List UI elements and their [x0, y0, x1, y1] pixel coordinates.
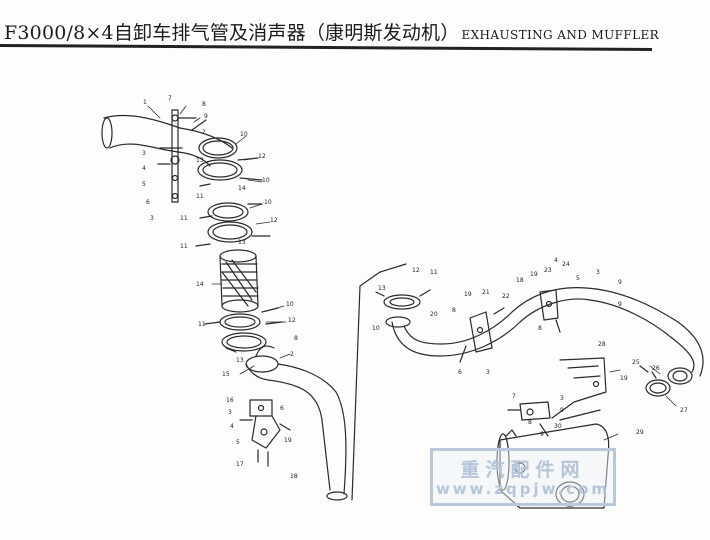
part-label: 10 [240, 131, 248, 138]
right-outlet-pipe [585, 287, 704, 385]
part-label: 3 [142, 150, 146, 157]
part-label: 11 [180, 215, 188, 222]
right-pipe-hanger-bracket [459, 289, 561, 363]
part-label: 22 [502, 293, 510, 300]
part-label: 27 [680, 407, 688, 414]
part-label: 14 [238, 185, 246, 192]
muffler-body [496, 409, 610, 509]
part-label: 18 [290, 473, 298, 480]
tailpipe-clamp [639, 365, 671, 397]
part-label: 10 [286, 301, 294, 308]
upper-clamp-bracket [157, 109, 207, 203]
lower-clamp-bracket [239, 399, 291, 467]
part-label: 19 [530, 271, 538, 278]
right-intermediate-pipe [391, 287, 591, 357]
part-label: 12 [270, 217, 278, 224]
lower-exhaust-pipe [245, 345, 348, 501]
part-label: 9 [618, 301, 622, 308]
part-label: 8 [294, 335, 298, 342]
part-label: 4 [554, 257, 558, 264]
part-label: 4 [142, 165, 146, 172]
part-label: 3 [228, 409, 232, 416]
part-label: 18 [516, 277, 524, 284]
part-label: 8 [202, 101, 206, 108]
part-label: 10 [262, 177, 270, 184]
part-label: 13 [236, 357, 244, 364]
part-label: 3 [596, 269, 600, 276]
part-label: 19 [464, 291, 472, 298]
title-english: EXHAUSTING AND MUFFLER [461, 28, 660, 42]
part-label: 12 [288, 317, 296, 324]
part-label: 9 [204, 113, 208, 120]
part-label: 14 [196, 281, 204, 288]
part-label: 15 [222, 371, 230, 378]
part-label: 10 [264, 199, 272, 206]
part-label: 6 [146, 199, 150, 206]
upper-clamp-rings [197, 137, 263, 187]
part-label: 11 [430, 269, 438, 276]
part-label: 3 [560, 395, 564, 402]
right-flange-joint [375, 289, 431, 328]
watermark-url: www.zqpjw.com [435, 480, 611, 498]
page-title: F3000/8×4自卸车排气管及消声器（康明斯发动机）EXHAUSTING AN… [4, 18, 659, 45]
part-label: 11 [180, 243, 188, 250]
part-label: 2 [202, 129, 206, 136]
part-label: 8 [452, 307, 456, 314]
part-label: 28 [598, 341, 606, 348]
part-label: 9 [540, 431, 544, 438]
part-label: 3 [486, 369, 490, 376]
part-label: 23 [544, 267, 552, 274]
part-label: 5 [236, 439, 240, 446]
muffler-support-bracket [507, 357, 607, 437]
part-label: 6 [458, 369, 462, 376]
part-label: 13 [196, 157, 204, 164]
part-label: 12 [258, 153, 266, 160]
middle-clamp-rings [195, 202, 271, 247]
part-label: 9 [618, 279, 622, 286]
part-label: 13 [378, 285, 386, 292]
part-label: 7 [168, 95, 172, 102]
part-label: 19 [620, 375, 628, 382]
part-label: 8 [528, 419, 532, 426]
part-label: 3 [150, 215, 154, 222]
part-label: 19 [284, 437, 292, 444]
part-label: 7 [512, 393, 516, 400]
part-label: 9 [560, 407, 564, 414]
part-label: 11 [196, 193, 204, 200]
watermark: 重汽配件网 www.zqpjw.com [430, 448, 616, 506]
part-label: 10 [372, 325, 380, 332]
part-label: 4 [230, 423, 234, 430]
part-label: 12 [412, 267, 420, 274]
frame-bracket-outline [351, 263, 407, 501]
part-label: 11 [198, 321, 206, 328]
part-label: 1 [143, 99, 147, 106]
part-label: 8 [538, 325, 542, 332]
part-number-labels: 1 7 8 9 2 3 4 5 6 3 10 12 13 11 10 14 10… [142, 95, 688, 480]
upper-exhaust-pipe-elbow [101, 114, 233, 167]
part-label: 5 [576, 275, 580, 282]
part-label: 2 [290, 351, 294, 358]
part-label: 6 [280, 405, 284, 412]
watermark-chinese: 重汽配件网 [460, 459, 586, 481]
label-leader-lines [147, 105, 677, 441]
title-chinese: F3000/8×4自卸车排气管及消声器（康明斯发动机） [4, 22, 460, 44]
flexible-hose [219, 249, 259, 313]
lower-clamp-rings [204, 307, 283, 353]
part-label: 16 [226, 397, 234, 404]
part-label: 13 [238, 239, 246, 246]
part-label: 25 [632, 359, 640, 366]
part-label: 24 [562, 261, 570, 268]
part-label: 30 [554, 423, 562, 430]
part-label: 29 [636, 429, 644, 436]
part-label: 21 [482, 289, 490, 296]
part-label: 26 [652, 365, 660, 372]
part-label: 20 [430, 311, 438, 318]
part-label: 5 [142, 181, 146, 188]
part-label: 17 [236, 461, 244, 468]
